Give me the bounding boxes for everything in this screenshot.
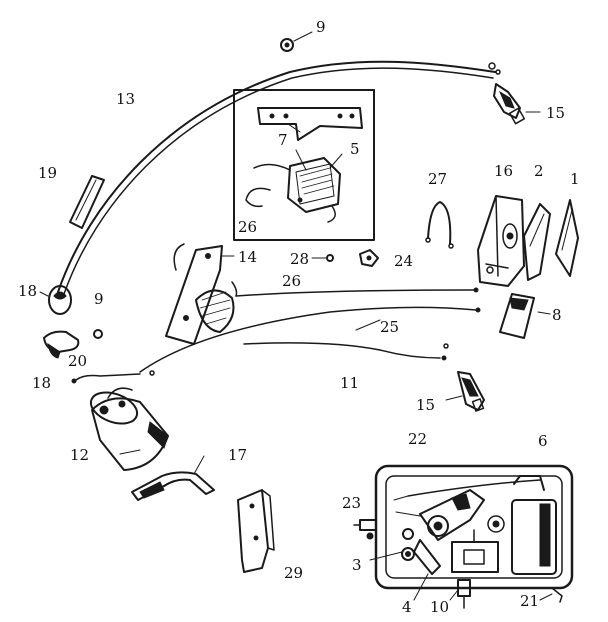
- part-18-knob: [39, 285, 72, 315]
- callout-14: 14: [238, 248, 257, 266]
- callout-24: 24: [394, 252, 413, 270]
- part-19-sleeve: [69, 175, 105, 229]
- callout-25: 25: [380, 318, 399, 336]
- callout-1: 1: [570, 170, 580, 188]
- callout-27: 27: [428, 170, 447, 188]
- part-14-bracket: [165, 243, 238, 345]
- callout-26-wire: 26: [282, 272, 301, 290]
- part-11-wire: [243, 342, 449, 361]
- part-27-clip: [425, 201, 454, 249]
- callout-9-top: 9: [316, 18, 326, 36]
- part-15-connector-lower: [457, 371, 485, 412]
- callout-18-knob: 18: [18, 282, 37, 300]
- callout-16: 16: [494, 162, 513, 180]
- callout-22: 22: [408, 430, 427, 448]
- callout-23: 23: [342, 494, 361, 512]
- callout-17: 17: [228, 446, 247, 464]
- callout-labels: 9 13 15 7 5 19 27 16 2 1 26 14 28 24 26 …: [18, 18, 580, 616]
- callout-12: 12: [70, 446, 89, 464]
- part-25-wire: [139, 306, 481, 373]
- callout-6: 6: [538, 432, 548, 450]
- callout-18-latch: 18: [32, 374, 51, 392]
- callout-13: 13: [116, 90, 135, 108]
- part-12-motor: [89, 387, 169, 471]
- part-8-plate: [499, 293, 535, 339]
- callout-21: 21: [520, 592, 539, 610]
- part-28-screw: [311, 254, 334, 262]
- callout-15-lower: 15: [416, 396, 435, 414]
- callout-4: 4: [402, 598, 412, 616]
- callout-2: 2: [534, 162, 544, 180]
- part-17-strap: [131, 471, 215, 501]
- callout-8: 8: [552, 306, 562, 324]
- callout-3: 3: [352, 556, 362, 574]
- part-29-bracket: [237, 489, 275, 573]
- part-24-nut: [359, 249, 379, 267]
- callout-28: 28: [290, 250, 309, 268]
- callout-26-box: 26: [238, 218, 257, 236]
- callout-11: 11: [340, 374, 359, 392]
- callout-10: 10: [430, 598, 449, 616]
- part-1-blade: [555, 199, 579, 277]
- part-18-latch: [43, 330, 80, 359]
- callout-15-top: 15: [546, 104, 565, 122]
- part-2-plate: [523, 203, 551, 281]
- part-9-grommet-top: [280, 31, 313, 52]
- part-20-wire: [71, 370, 155, 384]
- part-16-housing: [477, 195, 525, 287]
- part-15-connector-top: [493, 83, 541, 125]
- control-box-assembly: [353, 464, 574, 609]
- callout-9-lower: 9: [94, 290, 104, 308]
- callout-29: 29: [284, 564, 303, 582]
- callout-5: 5: [350, 140, 360, 158]
- part-26-wire: [235, 287, 479, 297]
- callout-19: 19: [38, 164, 57, 182]
- part-13-cable: [57, 60, 501, 295]
- part-9-grommet-lower: [93, 329, 103, 339]
- callout-7: 7: [278, 131, 288, 149]
- callout-20: 20: [68, 352, 87, 370]
- leader-lines: [119, 149, 553, 601]
- inset-box-7-5-26: [233, 89, 375, 241]
